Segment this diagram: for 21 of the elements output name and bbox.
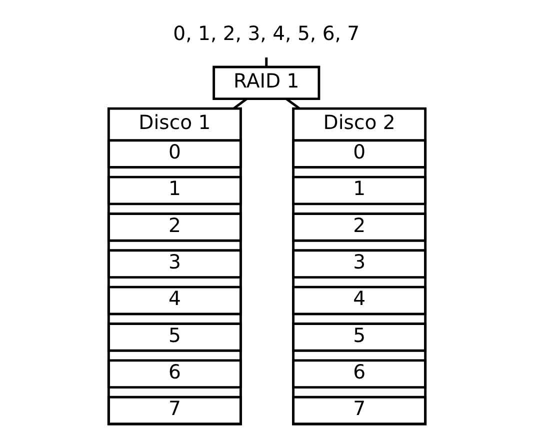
node-box: 0 [292,139,426,168]
node-text: 0, 1, 2, 3, 4, 5, 6, 7 [172,22,360,45]
node-box: 2 [106,212,242,242]
node-box: 5 [106,322,242,352]
node-box: 1 [292,176,426,206]
node-box: 6 [292,359,426,389]
connector [232,98,247,110]
node-box: 5 [292,322,426,352]
node-box: 7 [292,396,426,426]
node-box: 6 [106,359,242,389]
node-box: 4 [292,286,426,316]
node-box: 7 [106,396,242,426]
node-box: 0 [106,139,242,168]
node-box: 4 [106,286,242,316]
node-box: 2 [292,212,426,242]
node-box: 3 [106,249,242,279]
connector [264,57,268,67]
connector [285,98,300,110]
node-box: RAID 1 [212,66,320,100]
node-box: 1 [106,176,242,206]
node-box: 3 [292,249,426,279]
